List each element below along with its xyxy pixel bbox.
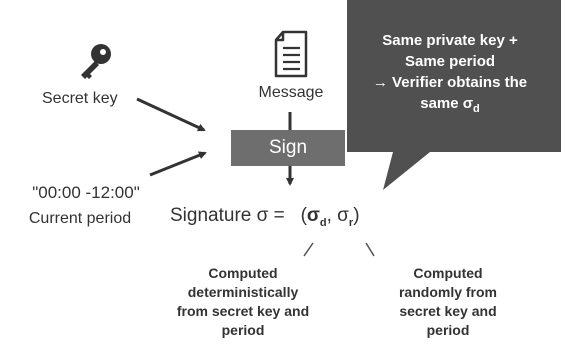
callout-line-4: same σd	[350, 93, 550, 120]
callout-text: Same private key + Same period → Verifie…	[350, 30, 550, 120]
note-right-line-2: randomly from	[398, 284, 497, 300]
right-pointer	[365, 242, 375, 257]
note-right-line-4: period	[426, 322, 470, 338]
note-left-line-1: Computed	[208, 265, 278, 281]
note-left-line-3: from secret key and	[176, 303, 310, 319]
callout-same-sigma: same σ	[420, 95, 474, 112]
note-left-line-4: period	[221, 322, 265, 338]
signature-formula: Signature σ = (σd, σr)	[170, 205, 410, 229]
period-arrow	[149, 151, 207, 177]
sigma-d-subscript: d	[319, 216, 327, 229]
time-period-value: "00:00 -12:00"	[32, 183, 140, 202]
signature-separator: , σ	[326, 205, 349, 226]
signature-close-paren: )	[353, 205, 360, 226]
callout-line-1: Same private key +	[382, 32, 518, 49]
note-deterministic: Computed deterministically from secret k…	[158, 264, 328, 340]
note-left-line-2: deterministically	[187, 284, 299, 300]
document-icon	[274, 30, 308, 78]
callout-sigma-subscript: d	[473, 103, 480, 115]
secret-key-arrow	[136, 97, 206, 132]
current-period-label: Current period	[28, 210, 132, 227]
sign-box: Sign	[231, 130, 345, 166]
message-label: Message	[258, 84, 324, 101]
left-pointer	[303, 242, 314, 257]
secret-key-label: Secret key	[42, 90, 118, 107]
note-right-line-1: Computed	[413, 265, 483, 281]
callout-line-2: Same period	[404, 53, 496, 70]
signature-open-paren: (	[300, 205, 307, 226]
note-right-line-3: secret key and	[399, 303, 497, 319]
callout-line-3: → Verifier obtains the	[372, 74, 528, 91]
note-random: Computed randomly from secret key and pe…	[378, 264, 518, 340]
callout-shape	[347, 0, 561, 190]
signature-prefix: Signature σ =	[170, 205, 290, 226]
sigma-d: σ	[306, 205, 320, 226]
sigma-r-subscript: r	[348, 216, 354, 229]
key-icon	[81, 44, 111, 79]
